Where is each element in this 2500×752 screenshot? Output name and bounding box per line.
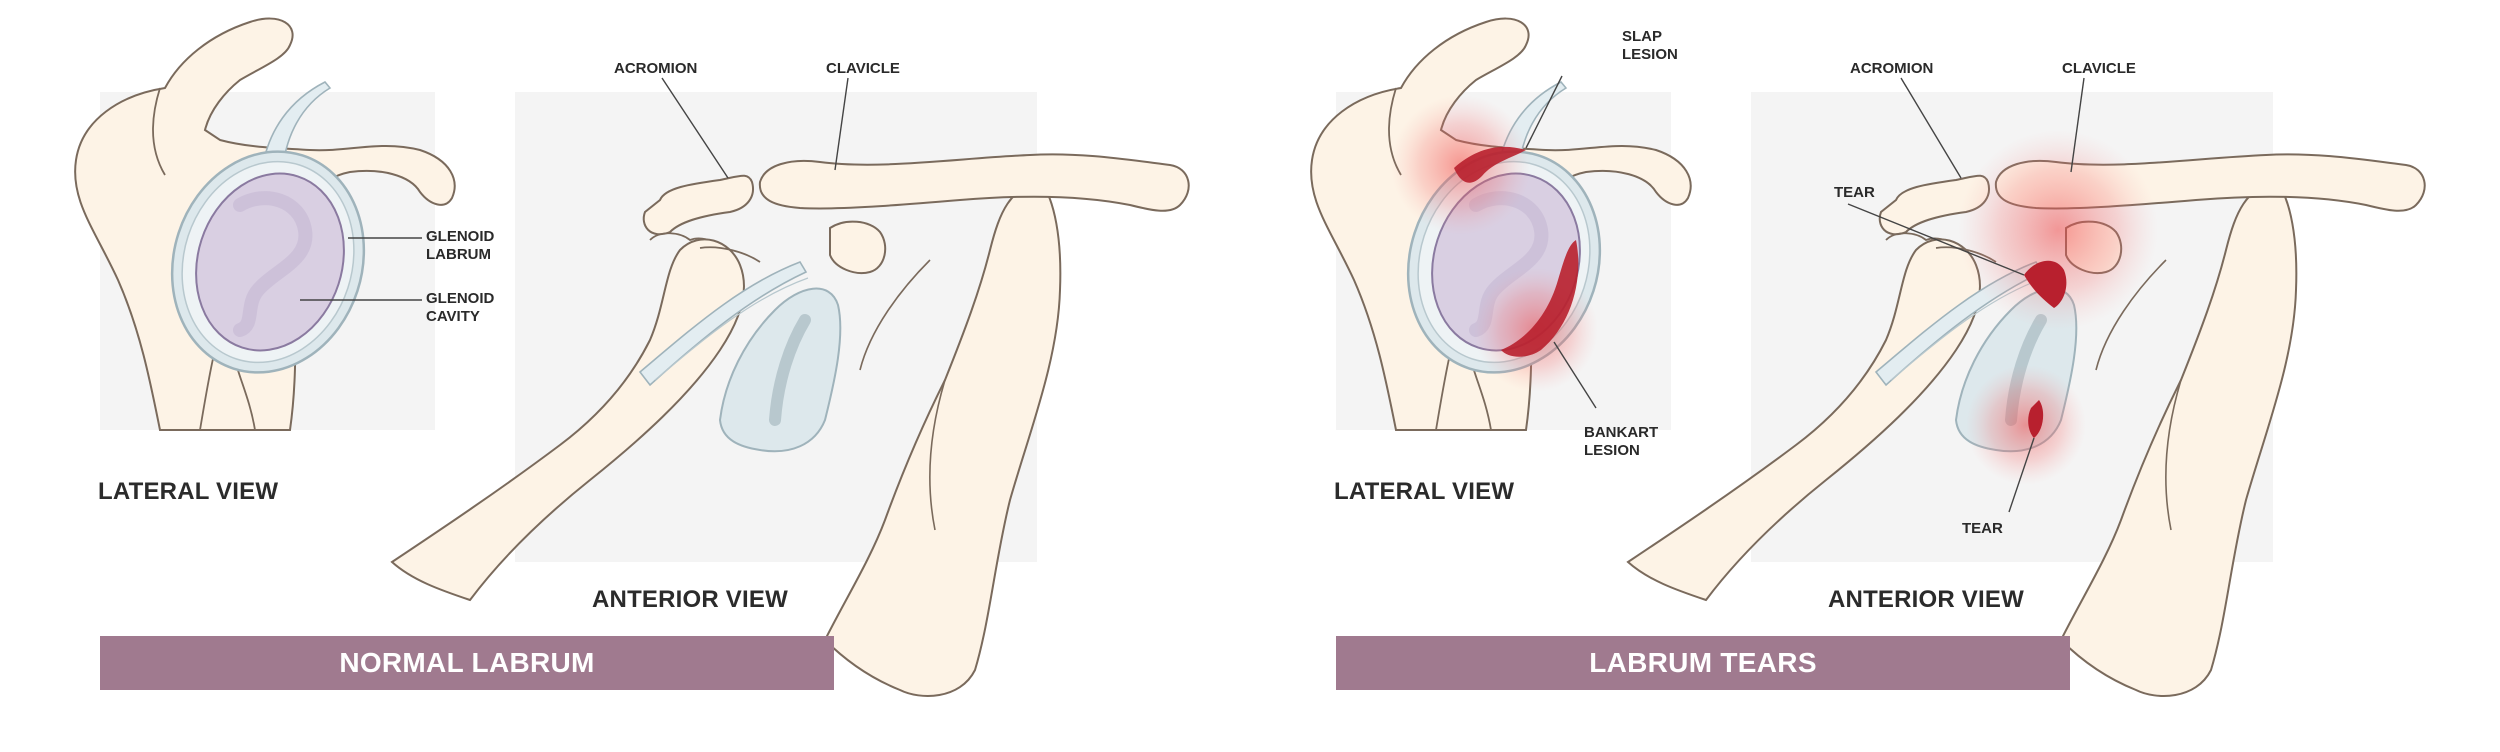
- glenoid-labrum-label: GLENOID LABRUM: [426, 228, 494, 264]
- labrum-tears-banner: LABRUM TEARS: [1336, 636, 2070, 690]
- left-anterior-view-drawing: [392, 77, 1189, 696]
- glenoid-cavity-line2: CAVITY: [426, 308, 480, 325]
- bankart-lesion-line2: LESION: [1584, 442, 1640, 459]
- bankart-lesion-line1: BANKART: [1584, 424, 1659, 441]
- right-lateral-view-title: LATERAL VIEW: [1334, 478, 1515, 505]
- left-lateral-view-drawing: [75, 19, 455, 430]
- left-clavicle-label: CLAVICLE: [826, 60, 900, 77]
- right-clavicle-label: CLAVICLE: [2062, 60, 2136, 77]
- glenoid-labrum-line2: LABRUM: [426, 246, 491, 263]
- bankart-lesion-label: BANKART LESION: [1584, 424, 1658, 460]
- left-acromion-label: ACROMION: [614, 60, 698, 77]
- tear-lower-label: TEAR: [1962, 520, 2003, 537]
- slap-lesion-label: SLAP LESION: [1622, 28, 1678, 64]
- right-anterior-view-title: ANTERIOR VIEW: [1828, 586, 2024, 613]
- right-acromion-label: ACROMION: [1850, 60, 1934, 77]
- glenoid-labrum-line1: GLENOID: [426, 228, 495, 245]
- slap-lesion-line2: LESION: [1622, 46, 1678, 63]
- left-lateral-view-title: LATERAL VIEW: [98, 478, 279, 505]
- normal-labrum-banner: NORMAL LABRUM: [100, 636, 834, 690]
- glenoid-cavity-label: GLENOID CAVITY: [426, 290, 494, 326]
- glenoid-cavity-line1: GLENOID: [426, 290, 495, 307]
- right-lateral-view-drawing: [1311, 19, 1691, 430]
- slap-lesion-line1: SLAP: [1622, 28, 1663, 45]
- left-anterior-view-title: ANTERIOR VIEW: [592, 586, 788, 613]
- right-anterior-view-drawing: [1628, 77, 2425, 696]
- tear-upper-label: TEAR: [1834, 184, 1875, 201]
